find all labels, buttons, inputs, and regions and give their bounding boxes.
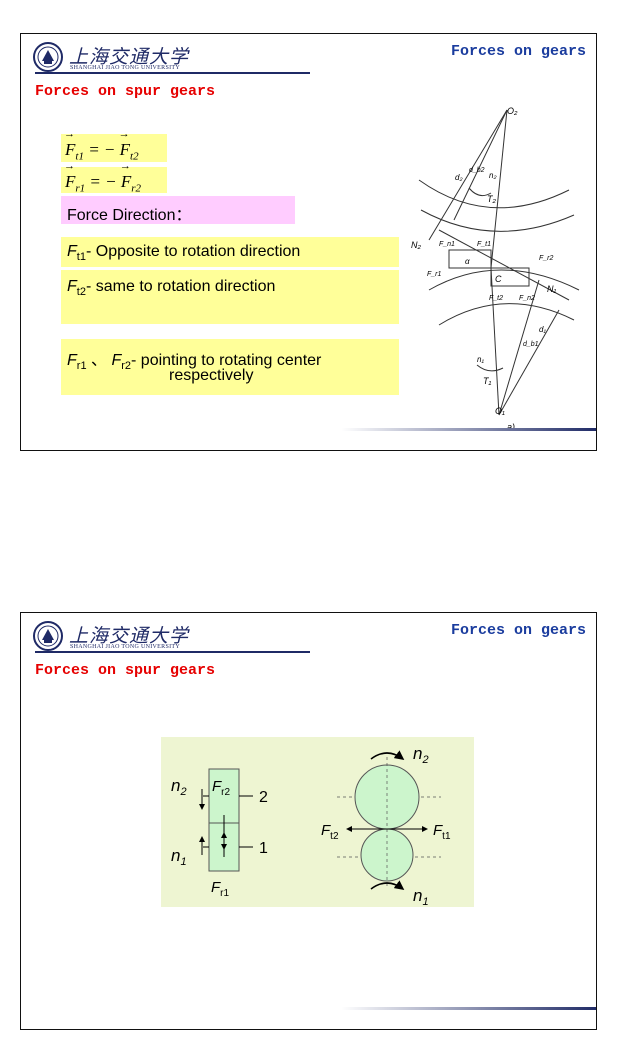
ft1-highlight (61, 237, 399, 267)
equation-radial: Fr1 = − Fr2 (64, 160, 141, 194)
slide-1: 上海交通大学 SHANGHAI JIAO TONG UNIVERSITY For… (20, 33, 597, 451)
label-d2: d₂ (455, 173, 463, 182)
side-fr1-label: Fr1 (211, 879, 230, 899)
front-n2-label: n2 (413, 744, 429, 766)
front-n1-label: n1 (413, 886, 429, 907)
front-ft1-label: Ft1 (433, 822, 451, 842)
gear-meshing-figure: O₂ d₂ d_b2 n₂ T₂ N₂ F_n1 F_t1 F_r1 α C F… (411, 106, 580, 428)
label-n2-line: N₂ (411, 240, 421, 250)
university-name-en: SHANGHAI JIAO TONG UNIVERSITY (70, 65, 180, 71)
label-fn2: F_n2 (519, 295, 535, 302)
force-direction-highlight (61, 196, 295, 224)
side-n2-label: n2 (171, 776, 187, 798)
slide-header-title: Forces on gears (450, 43, 586, 60)
label-fr2: F_r2 (539, 255, 554, 262)
equation-highlight-2 (61, 167, 167, 193)
slide-2: 上海交通大学 SHANGHAI JIAO TONG UNIVERSITY For… (20, 612, 597, 1030)
gear-2-label: 2 (259, 789, 268, 806)
label-db2: d_b2 (469, 167, 485, 174)
header-rule (35, 72, 310, 74)
fr-statement: Fr1 、 Fr2- pointing to rotating center (67, 352, 322, 373)
equation-highlight-1 (61, 134, 167, 162)
label-c: C (495, 274, 502, 284)
side-n1-label: n1 (171, 846, 187, 868)
label-t2: T₂ (487, 194, 496, 204)
fr-statement-cont: respectively (169, 367, 254, 384)
university-seal-icon (33, 42, 63, 72)
footer-rule (341, 1007, 596, 1010)
header-rule (35, 651, 310, 653)
label-ft2: F_t2 (489, 295, 503, 302)
label-d1: d₁ (539, 325, 546, 334)
label-n1-line: N₁ (547, 284, 556, 294)
equation-tangential: Ft1 = − Ft2 (64, 128, 139, 162)
section-title: Forces on spur gears (35, 83, 216, 100)
ft2-highlight (61, 270, 399, 324)
university-name-cn: 上海交通大学 (69, 46, 190, 68)
label-alpha: α (465, 257, 470, 266)
footer-rule (341, 428, 596, 431)
force-direction-label: Force Direction： (67, 207, 192, 224)
label-db1: d_b1 (523, 341, 539, 348)
gear-force-diagram: n2 n1 Fr2 Fr1 2 1 n2 n1 Ft2 Ft1 (161, 737, 474, 908)
gear-force-diagram-svg: n2 n1 Fr2 Fr1 2 1 n2 n1 Ft2 Ft1 (171, 744, 451, 908)
fr-highlight (61, 339, 399, 395)
label-t1: T₁ (483, 376, 491, 386)
section-title: Forces on spur gears (35, 662, 216, 679)
label-ft1: F_t1 (477, 241, 491, 248)
slide-header-title: Forces on gears (450, 622, 586, 639)
label-o2: O₂ (507, 106, 518, 116)
ft2-statement: Ft2- same to rotation direction (67, 278, 276, 299)
front-ft2-label: Ft2 (321, 822, 339, 842)
label-n1: n₁ (477, 355, 484, 364)
university-name-cn: 上海交通大学 (69, 625, 190, 647)
side-fr2-label: Fr2 (212, 778, 231, 798)
label-fr1: F_r1 (427, 271, 442, 278)
university-name-en: SHANGHAI JIAO TONG UNIVERSITY (70, 644, 180, 650)
university-logo: 上海交通大学 SHANGHAI JIAO TONG UNIVERSITY (33, 42, 223, 76)
figure-caption: a) (507, 422, 515, 428)
label-n2: n₂ (489, 171, 497, 180)
label-o1: O₁ (495, 406, 505, 416)
gear-1-label: 1 (259, 840, 268, 857)
label-fn1: F_n1 (439, 241, 455, 248)
university-logo: 上海交通大学 SHANGHAI JIAO TONG UNIVERSITY (33, 621, 223, 655)
ft1-statement: Ft1- Opposite to rotation direction (67, 243, 301, 264)
university-seal-icon (33, 621, 63, 651)
